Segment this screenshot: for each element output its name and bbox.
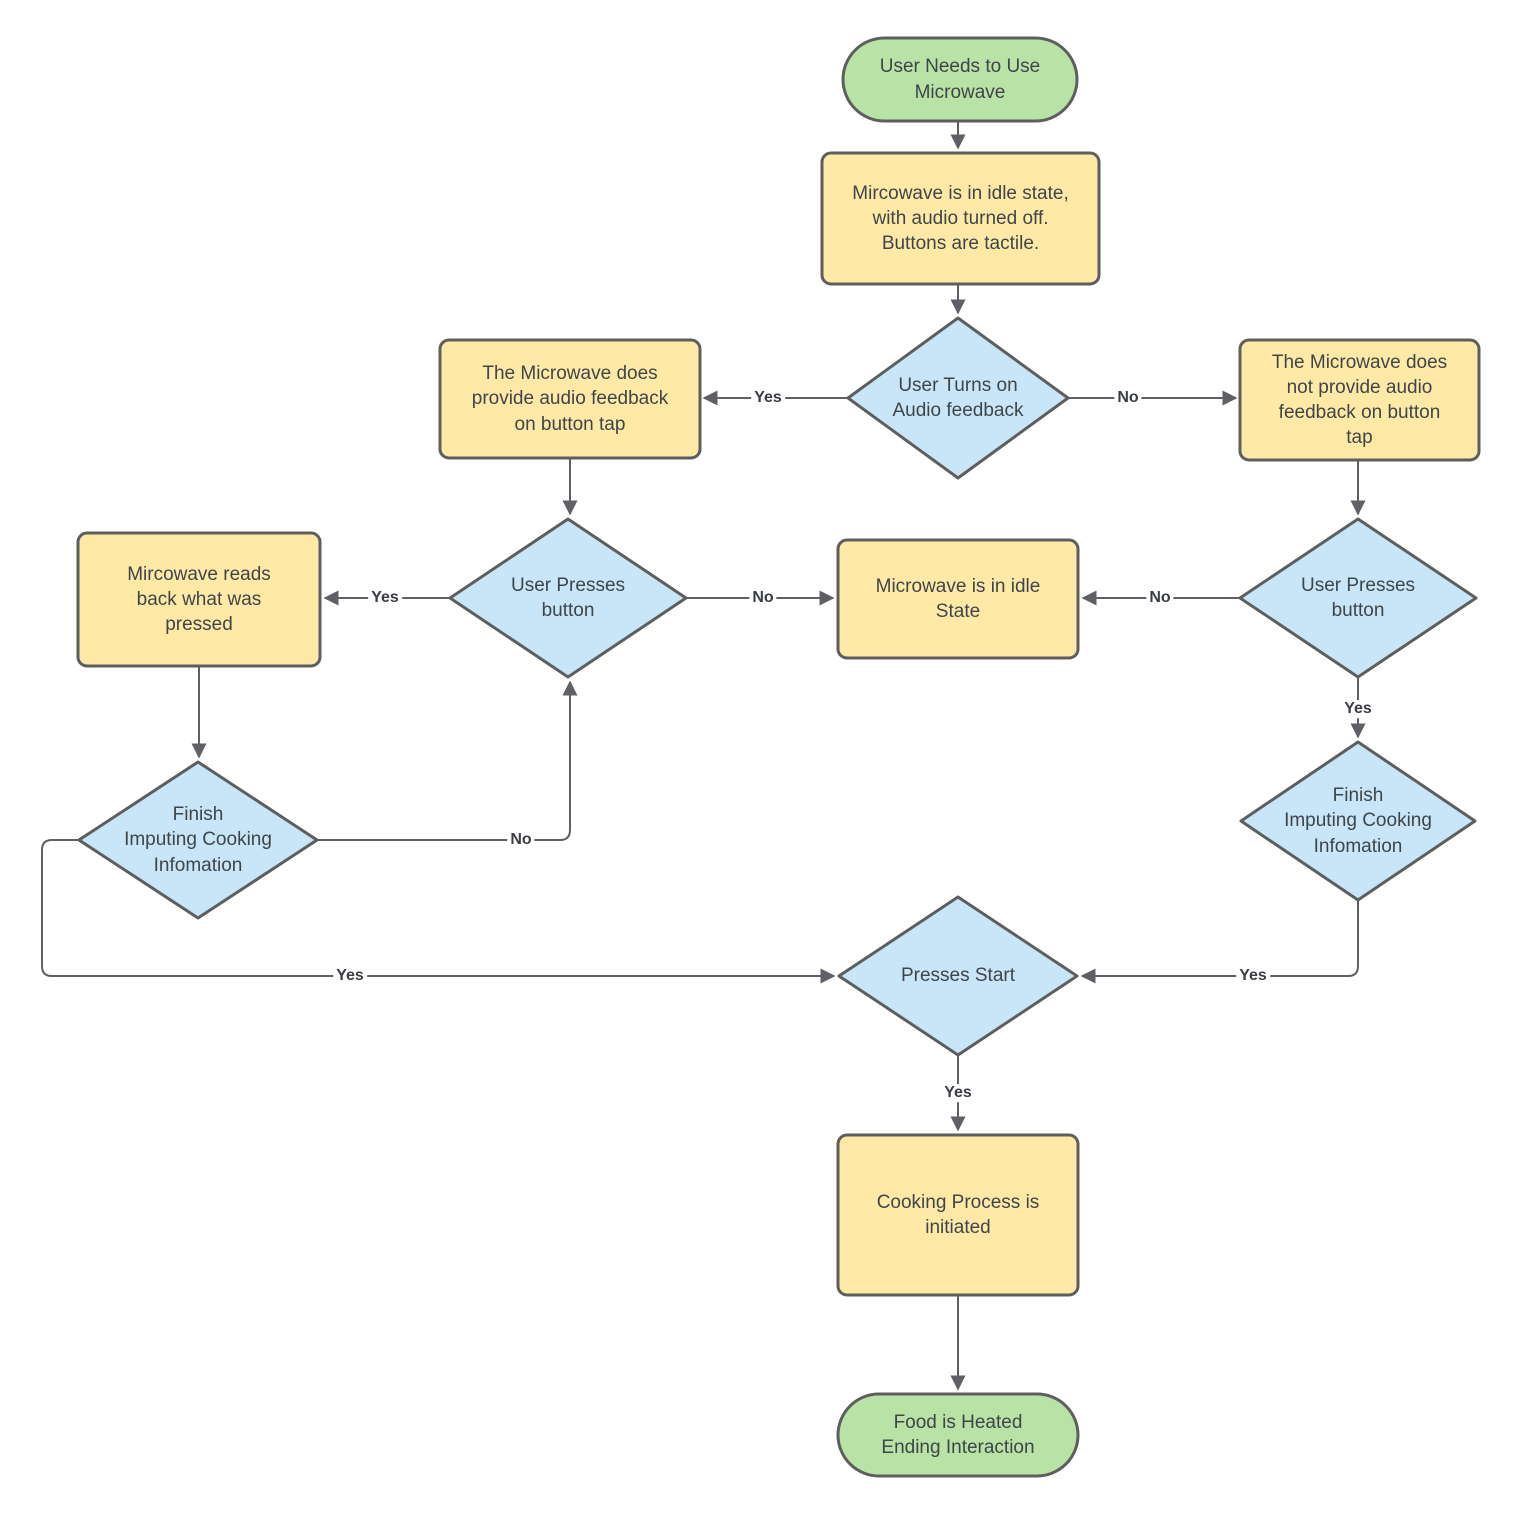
finish-left-decision-shape	[77, 760, 319, 920]
press-right-decision-shape	[1238, 517, 1478, 679]
edge-finish-left-yes	[41, 839, 836, 984]
audio-yes-process-shape	[438, 338, 702, 460]
finish-right-decision-shape	[1239, 740, 1477, 902]
cooking-process-shape	[836, 1133, 1080, 1297]
idle-state-process-shape	[820, 151, 1101, 286]
audio-no-process-shape	[1238, 338, 1481, 462]
presses-start-decision-shape	[837, 895, 1079, 1057]
edge-finish-right-yes	[1080, 900, 1359, 984]
end-terminal-shape	[836, 1392, 1080, 1478]
reads-back-process-shape	[76, 531, 322, 668]
start-terminal-shape	[841, 36, 1079, 123]
edge-finish-left-no	[317, 680, 578, 841]
audio-decision-shape	[846, 316, 1070, 480]
press-left-decision-shape	[448, 517, 688, 679]
idle-state2-process-shape	[836, 538, 1080, 660]
